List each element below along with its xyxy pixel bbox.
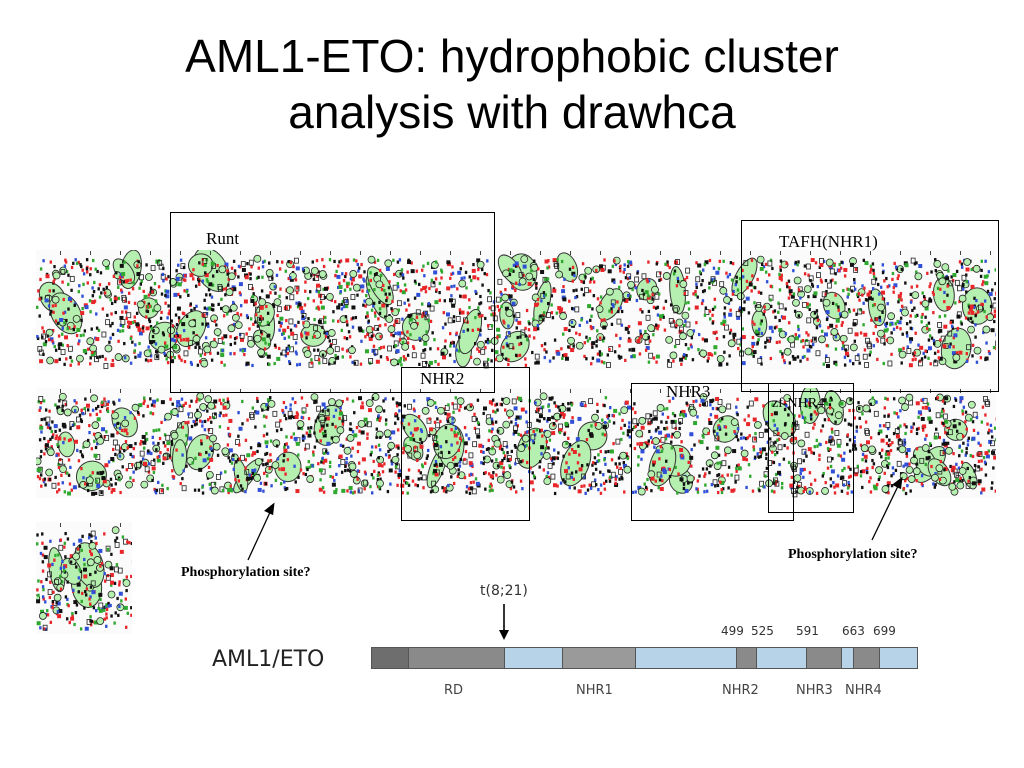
- bar-segment-nhr1: [636, 648, 737, 668]
- bar-segment-nhr3: [807, 648, 842, 668]
- domain-label-nhr1: NHR1: [576, 683, 613, 698]
- phospho-right-label: Phosphorylation site?: [788, 547, 918, 562]
- hca-plot-row-1: [36, 250, 996, 370]
- tafh-domain-box: [741, 220, 999, 392]
- nhr2-domain-label: NHR2: [420, 369, 465, 388]
- title-line-2: analysis with drawhca: [288, 86, 736, 138]
- position-label-699: 699: [873, 624, 896, 638]
- bar-segment-mid-2: [842, 648, 854, 668]
- nhr3-domain-label: NHR3: [666, 382, 711, 401]
- phospho-left-label: Phosphorylation site?: [181, 565, 311, 580]
- bar-segment-eto-1: [505, 648, 563, 668]
- domain-label-nhr4: NHR4: [845, 683, 882, 698]
- nhr2-domain-box: [401, 367, 530, 521]
- hca-plot-row-3: [36, 522, 132, 634]
- bar-segment-aml1-start: [372, 648, 409, 668]
- domain-label-rd: RD: [444, 683, 464, 698]
- domain-label-nhr2: NHR2: [722, 683, 759, 698]
- runt-domain-label: Runt: [206, 229, 240, 248]
- bar-segment-end: [880, 648, 917, 668]
- bar-segment-nhr2: [737, 648, 757, 668]
- hca-plot-row-1-graphic: [36, 250, 996, 370]
- translocation-label: t(8;21): [480, 583, 528, 599]
- zf-nhr4-domain-label: zf-NHR4: [772, 396, 825, 411]
- position-label-525: 525: [751, 624, 774, 638]
- domain-label-nhr3: NHR3: [796, 683, 833, 698]
- title-line-1: AML1-ETO: hydrophobic cluster: [185, 30, 839, 82]
- bar-segment-nhr4: [854, 648, 880, 668]
- aml1-eto-protein-bar: [371, 647, 918, 669]
- runt-domain-box: [170, 212, 495, 393]
- bar-segment-runt: [409, 648, 505, 668]
- position-label-499: 499: [721, 624, 744, 638]
- bar-segment-eto-2: [563, 648, 636, 668]
- hca-plot-row-2: [36, 388, 996, 498]
- bar-segment-mid-1: [757, 648, 807, 668]
- slide-title: AML1-ETO: hydrophobic cluster analysis w…: [0, 28, 1024, 140]
- zf-nhr4-domain-box: [768, 383, 854, 513]
- position-label-591: 591: [796, 624, 819, 638]
- position-label-663: 663: [842, 624, 865, 638]
- hca-plot-row-3-graphic: [36, 523, 132, 631]
- hca-plot-row-2-graphic: [36, 388, 996, 498]
- nhr3-domain-box: [631, 383, 794, 521]
- tafh-domain-label: TAFH(NHR1): [779, 232, 878, 251]
- protein-name-label: AML1/ETO: [212, 647, 325, 672]
